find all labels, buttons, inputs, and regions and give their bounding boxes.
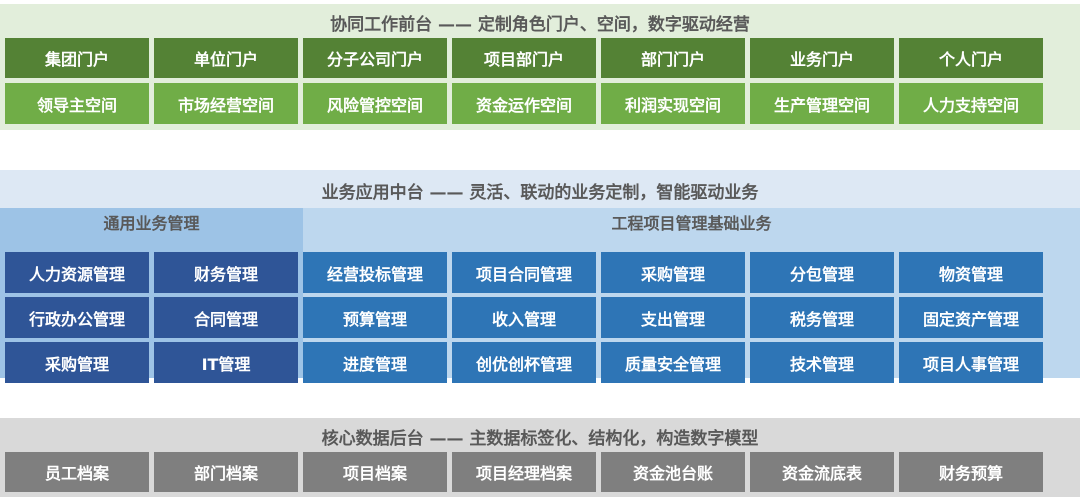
back-office-layer: 核心数据后台 —— 主数据标签化、结构化，构造数字模型 员工档案部门档案项目档案… (0, 418, 1080, 497)
portal-cell[interactable]: 个人门户 (899, 38, 1043, 78)
back-office-title: 核心数据后台 —— 主数据标签化、结构化，构造数字模型 (321, 429, 759, 449)
general-business-cell[interactable]: 合同管理 (154, 297, 298, 338)
space-cell[interactable]: 人力支持空间 (899, 83, 1043, 124)
engineering-business-cell[interactable]: 采购管理 (601, 252, 745, 293)
data-archive-cell[interactable]: 部门档案 (154, 452, 298, 492)
general-business-cell[interactable]: 采购管理 (5, 342, 149, 383)
engineering-business-cell[interactable]: 支出管理 (601, 297, 745, 338)
space-cell[interactable]: 资金运作空间 (452, 83, 596, 124)
general-business-cell[interactable]: 人力资源管理 (5, 252, 149, 293)
space-cell[interactable]: 市场经营空间 (154, 83, 298, 124)
middle-office-title: 业务应用中台 —— 灵活、联动的业务定制，智能驱动业务 (321, 183, 759, 203)
middle-office-layer: 业务应用中台 —— 灵活、联动的业务定制，智能驱动业务 通用业务管理 工程项目管… (0, 170, 1080, 383)
engineering-business-cell[interactable]: 项目人事管理 (899, 342, 1043, 383)
data-archive-cell[interactable]: 财务预算 (899, 452, 1043, 492)
space-cell[interactable]: 风险管控空间 (303, 83, 447, 124)
general-business-cell[interactable]: 行政办公管理 (5, 297, 149, 338)
portal-cell[interactable]: 分子公司门户 (303, 38, 447, 78)
general-business-cell[interactable]: IT管理 (154, 342, 298, 383)
space-cell[interactable]: 利润实现空间 (601, 83, 745, 124)
portal-cell[interactable]: 单位门户 (154, 38, 298, 78)
engineering-business-cell[interactable]: 固定资产管理 (899, 297, 1043, 338)
portal-cell[interactable]: 集团门户 (5, 38, 149, 78)
general-business-cell[interactable]: 财务管理 (154, 252, 298, 293)
engineering-business-cell[interactable]: 进度管理 (303, 342, 447, 383)
front-office-layer: 协同工作前台 —— 定制角色门户、空间，数字驱动经营 集团门户单位门户分子公司门… (0, 4, 1080, 130)
data-archive-cell[interactable]: 项目档案 (303, 452, 447, 492)
portal-cell[interactable]: 业务门户 (750, 38, 894, 78)
engineering-business-cell[interactable]: 创优创杯管理 (452, 342, 596, 383)
engineering-business-cell[interactable]: 项目合同管理 (452, 252, 596, 293)
front-office-title: 协同工作前台 —— 定制角色门户、空间，数字驱动经营 (330, 15, 750, 35)
data-archive-cell[interactable]: 资金池台账 (601, 452, 745, 492)
engineering-business-cell[interactable]: 分包管理 (750, 252, 894, 293)
general-business-title: 通用业务管理 (103, 214, 200, 233)
engineering-business-cell[interactable]: 预算管理 (303, 297, 447, 338)
portal-cell[interactable]: 部门门户 (601, 38, 745, 78)
engineering-business-cell[interactable]: 税务管理 (750, 297, 894, 338)
engineering-business-cell[interactable]: 技术管理 (750, 342, 894, 383)
engineering-business-cell[interactable]: 经营投标管理 (303, 252, 447, 293)
engineering-business-cell[interactable]: 收入管理 (452, 297, 596, 338)
data-archive-cell[interactable]: 员工档案 (5, 452, 149, 492)
space-cell[interactable]: 生产管理空间 (750, 83, 894, 124)
data-archive-cell[interactable]: 项目经理档案 (452, 452, 596, 492)
data-archive-cell[interactable]: 资金流底表 (750, 452, 894, 492)
engineering-business-cell[interactable]: 物资管理 (899, 252, 1043, 293)
portal-cell[interactable]: 项目部门户 (452, 38, 596, 78)
engineering-business-cell[interactable]: 质量安全管理 (601, 342, 745, 383)
engineering-business-title: 工程项目管理基础业务 (611, 214, 772, 233)
space-cell[interactable]: 领导主空间 (5, 83, 149, 124)
